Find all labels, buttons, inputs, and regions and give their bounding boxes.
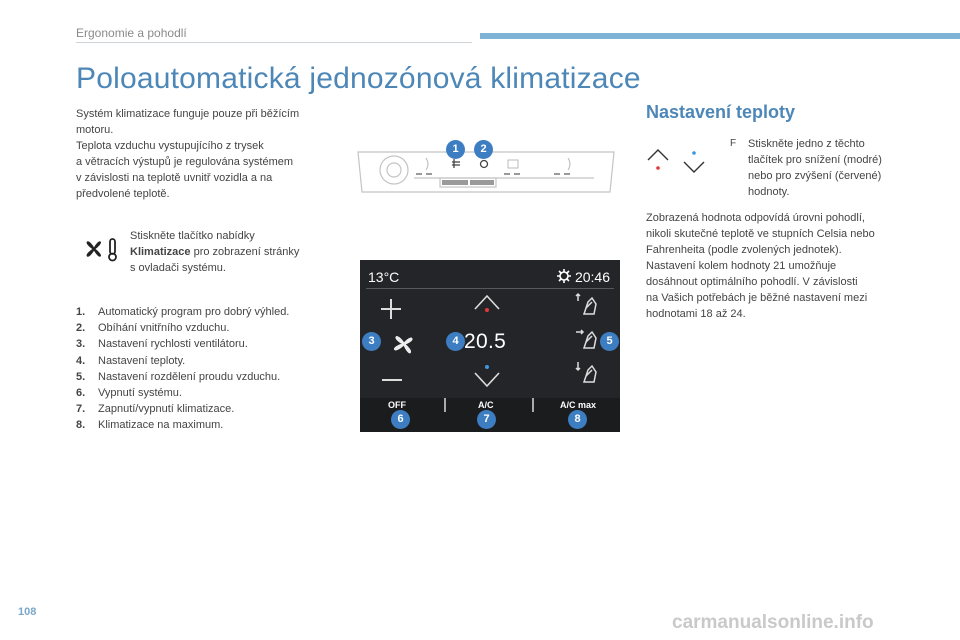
- bullet-line: tlačítek pro snížení (modré): [748, 154, 882, 166]
- legend-number: 7.: [76, 403, 86, 416]
- increase-indicator-dot: [485, 308, 489, 312]
- button-divider: [532, 398, 534, 412]
- temperature-down-button[interactable]: [474, 372, 500, 388]
- intro-line: v závislosti na teplotě uvnitř vozidla a…: [76, 172, 273, 184]
- section-label: Ergonomie a pohodlí: [76, 26, 187, 40]
- legend-number: 8.: [76, 419, 86, 432]
- fan-speed-increase-button[interactable]: [380, 298, 402, 320]
- airflow-face-icon[interactable]: [574, 326, 600, 350]
- menu-hint-line: Stiskněte tlačítko nabídky: [130, 230, 255, 242]
- legend-item: 1. Automatický program pro dobrý výhled.: [76, 304, 289, 320]
- temperature-up-button[interactable]: [474, 294, 500, 310]
- page-title: Poloautomatická jednozónová klimatizace: [76, 62, 641, 95]
- dashboard-illustration: [357, 151, 615, 193]
- body-line: Nastavení kolem hodnoty 21 umožňuje: [646, 260, 837, 272]
- legend-text: Zapnutí/vypnutí klimatizace.: [98, 403, 235, 416]
- header-accent-bar: [480, 33, 960, 39]
- legend-item: 2. Obíhání vnitřního vzduchu.: [76, 320, 289, 336]
- settings-icon[interactable]: [556, 268, 572, 284]
- callout-badge-2: 2: [474, 140, 493, 159]
- body-line: nikoli skutečné teplotě ve stupních Cels…: [646, 228, 875, 240]
- legend-text: Klimatizace na maximum.: [98, 419, 224, 432]
- bullet-line: nebo pro zvýšení (červené): [748, 170, 882, 182]
- bullet-line: Stiskněte jedno z těchto: [748, 138, 865, 150]
- menu-hint-rest: pro zobrazení stránky: [190, 246, 300, 258]
- menu-hint-line: s ovladači systému.: [130, 262, 226, 274]
- ac-button[interactable]: A/C: [478, 400, 494, 410]
- page-number: 108: [18, 606, 37, 618]
- legend-item: 7. Zapnutí/vypnutí klimatizace.: [76, 401, 289, 417]
- outside-temperature: 13°C: [368, 269, 400, 285]
- legend-text: Obíhání vnitřního vzduchu.: [98, 322, 230, 335]
- legend-number: 5.: [76, 370, 86, 383]
- legend-number: 4.: [76, 354, 86, 367]
- fan-speed-decrease-button[interactable]: [382, 379, 402, 381]
- intro-paragraph: Systém klimatizace funguje pouze při běž…: [76, 106, 338, 202]
- ac-max-button[interactable]: A/C max: [560, 400, 597, 410]
- intro-line: Systém klimatizace funguje pouze při běž…: [76, 108, 300, 120]
- section-heading: Nastavení teploty: [646, 102, 796, 122]
- button-divider: [444, 398, 446, 412]
- decrease-indicator-dot: [485, 365, 489, 369]
- clock: 20:46: [574, 269, 610, 285]
- legend-item: 3. Nastavení rychlosti ventilátoru.: [76, 336, 289, 352]
- legend-item: 5. Nastavení rozdělení proudu vzduchu.: [76, 369, 289, 385]
- climate-screen: 13°C 20:46 20.5 OFF A/C A/C max: [360, 260, 620, 432]
- screen-divider: [366, 288, 614, 289]
- temperature-arrows-icon: [647, 149, 705, 173]
- body-line: Zobrazená hodnota odpovídá úrovni pohodl…: [646, 212, 865, 224]
- legend-text: Nastavení teploty.: [98, 354, 186, 367]
- temperature-value: 20.5: [464, 330, 507, 353]
- legend-number: 1.: [76, 306, 86, 318]
- intro-line: motoru.: [76, 124, 114, 136]
- callout-badge-6: 6: [391, 410, 410, 429]
- off-button[interactable]: OFF: [388, 400, 406, 410]
- intro-line: předvolené teplotě.: [76, 188, 170, 200]
- intro-line: a větracích výstupů je regulována systém…: [76, 156, 294, 168]
- fan-icon: [394, 336, 413, 354]
- legend-item: 6. Vypnutí systému.: [76, 385, 289, 401]
- callout-badge-4: 4: [446, 332, 465, 351]
- body-line: na Vašich potřebách je běžné nastavení m…: [646, 292, 868, 304]
- body-line: Fahrenheita (podle zvolených jednotek).: [646, 244, 842, 256]
- fan-thermometer-icon: [86, 238, 117, 262]
- watermark: carmanualsonline.info: [672, 612, 874, 633]
- legend-number: 2.: [76, 322, 86, 335]
- callout-badge-5: 5: [600, 332, 619, 351]
- legend-item: 4. Nastavení teploty.: [76, 353, 289, 369]
- instruction-bullet: F Stiskněte jedno z těchto tlačítek pro …: [730, 136, 910, 200]
- legend-item: 8. Klimatizace na maximum.: [76, 417, 289, 433]
- callout-badge-8: 8: [568, 410, 587, 429]
- callout-badge-1: 1: [446, 140, 465, 159]
- menu-name: Klimatizace: [130, 246, 191, 258]
- body-line: hodnotami 18 až 24.: [646, 308, 746, 320]
- legend-text: Nastavení rychlosti ventilátoru.: [98, 338, 248, 351]
- right-body-paragraph: Zobrazená hodnota odpovídá úrovni pohodl…: [646, 210, 916, 322]
- intro-line: Teplota vzduchu vystupujícího z trysek: [76, 140, 264, 152]
- legend-text: Nastavení rozdělení proudu vzduchu.: [98, 370, 281, 383]
- bullet-symbol: F: [730, 138, 737, 149]
- callout-badge-7: 7: [477, 410, 496, 429]
- menu-hint-text: Stiskněte tlačítko nabídky Klimatizace p…: [130, 228, 340, 276]
- airflow-feet-icon[interactable]: [574, 360, 600, 384]
- callout-badge-3: 3: [362, 332, 381, 351]
- legend-number: 6.: [76, 387, 86, 400]
- bullet-line: hodnoty.: [748, 186, 790, 198]
- airflow-windscreen-icon[interactable]: [574, 292, 600, 316]
- menu-hint-line: Klimatizace pro zobrazení stránky: [130, 244, 340, 260]
- body-line: dosáhnout optimálního pohodlí. V závislo…: [646, 276, 858, 288]
- legend-text: Automatický program pro dobrý výhled.: [98, 306, 290, 318]
- legend-text: Vypnutí systému.: [98, 387, 182, 400]
- header-divider: [76, 42, 472, 43]
- legend-number: 3.: [76, 338, 86, 351]
- legend-list: 1.Automatický program pro dobrý výhled. …: [76, 304, 289, 434]
